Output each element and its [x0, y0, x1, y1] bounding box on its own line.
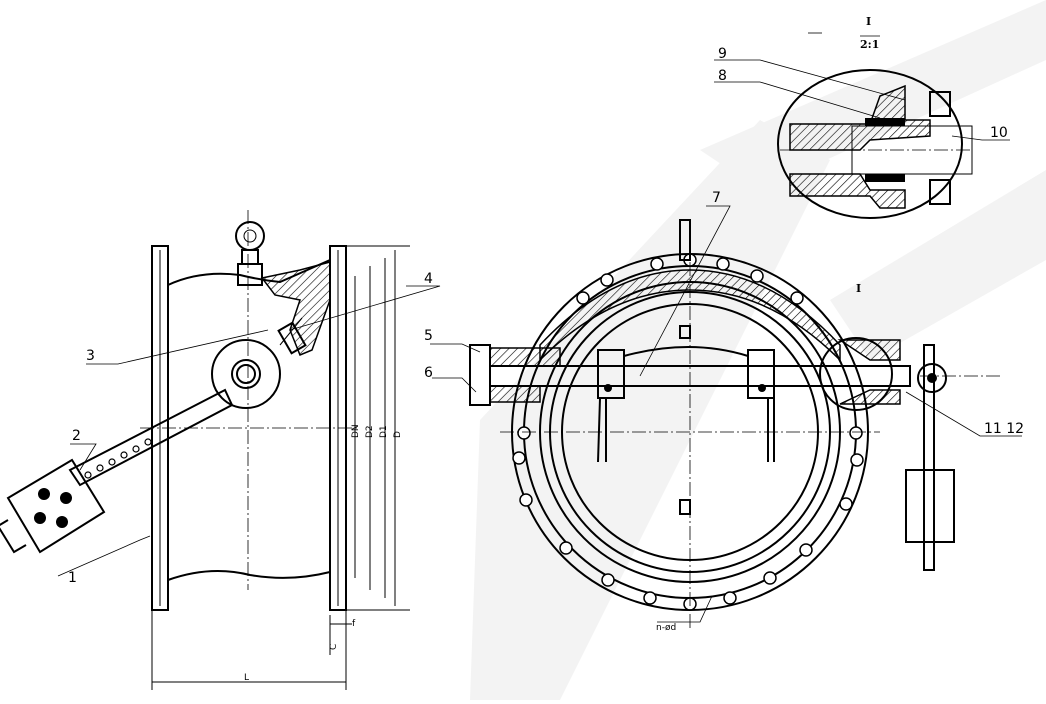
leaders	[57, 32, 1022, 623]
section-mark-I: I	[856, 282, 861, 295]
callout-8: 8	[718, 68, 727, 84]
lifting-eye	[235, 221, 265, 251]
callout-10: 10	[990, 125, 1008, 141]
callout-9: 9	[718, 46, 727, 62]
right-lever	[923, 344, 935, 571]
shaft-boss	[211, 339, 281, 409]
dim-D: D	[393, 431, 403, 438]
dim-DN: DN	[351, 424, 361, 438]
body-section	[260, 261, 331, 356]
callout-6: 6	[424, 365, 433, 381]
callout-11-12: 11 12	[984, 421, 1024, 437]
callout-2: 2	[72, 428, 81, 444]
callout-3: 3	[86, 348, 95, 364]
bolt-assembly	[277, 317, 307, 355]
callout-4: 4	[424, 271, 433, 287]
dim-n-d: n-ød	[656, 623, 676, 633]
body-bottom	[167, 570, 331, 581]
detail-view	[777, 69, 973, 219]
detail-circle	[777, 69, 963, 219]
detail-mark: I	[866, 15, 871, 28]
callout-7: 7	[712, 190, 721, 206]
lever-arm	[68, 388, 234, 487]
dim-D1: D1	[379, 425, 389, 438]
detail-scale: 2:1	[860, 38, 879, 51]
shaft	[489, 365, 911, 387]
dim-L: L	[244, 673, 249, 683]
side-view	[0, 210, 410, 690]
counterweight	[6, 458, 106, 554]
front-view	[469, 219, 1000, 630]
right-weight	[905, 469, 955, 543]
callout-1: 1	[68, 570, 77, 586]
callout-5: 5	[424, 328, 433, 344]
dim-D2: D2	[365, 425, 375, 438]
dimension-lines	[151, 245, 410, 690]
shaft-end-cap	[469, 344, 491, 406]
dim-C: C	[329, 644, 339, 650]
dim-f: f	[352, 619, 356, 629]
body-top-section	[539, 269, 841, 362]
